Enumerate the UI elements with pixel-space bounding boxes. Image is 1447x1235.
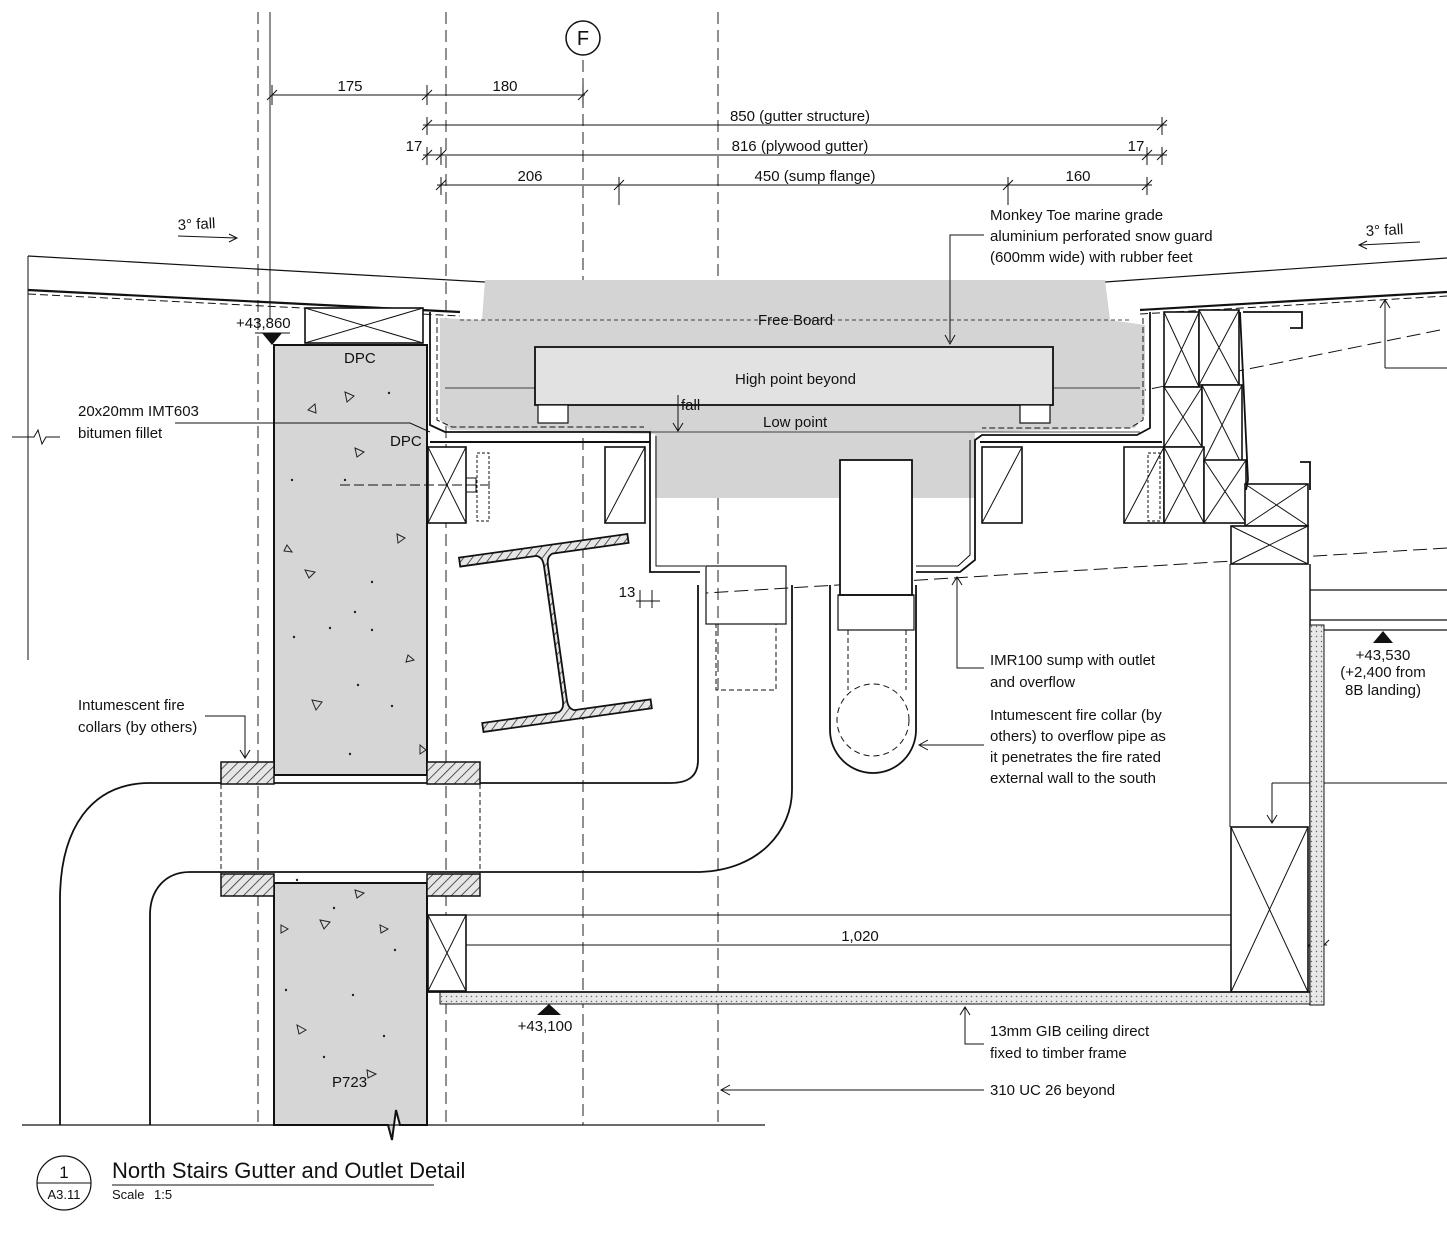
- note-overflow-collar: Intumescent fire collar (by others) to o…: [990, 707, 1166, 787]
- grid-bubble-f: F: [565, 20, 601, 56]
- scale-value: 1:5: [154, 1187, 172, 1202]
- dim-1020: 1,020: [841, 928, 879, 945]
- level-43100-text: +43,100: [518, 1018, 573, 1035]
- detail-title: North Stairs Gutter and Outlet Detail: [112, 1158, 465, 1183]
- dim-13-pipe: 13: [619, 584, 636, 601]
- sump-outlet-pipe: [59, 565, 793, 1125]
- fall-arrow-gutter: [672, 395, 684, 432]
- dpc-label-bottom: DPC: [390, 433, 422, 450]
- fall-right-label: 3° fall: [1365, 221, 1404, 240]
- dim-850: 850 (gutter structure): [730, 108, 870, 125]
- fire-collar-dash-lines: [220, 784, 481, 874]
- grid-label: F: [577, 28, 589, 50]
- plasterboard-wall-right: [1309, 624, 1325, 1006]
- snow-guard: [534, 346, 1054, 424]
- fire-collars: [220, 761, 481, 897]
- concrete-aggregate: [280, 391, 427, 1079]
- dpc-label-top: DPC: [344, 350, 376, 367]
- note-gib-line-2: fixed to timber frame: [990, 1045, 1127, 1062]
- dim-175: 175: [337, 78, 362, 95]
- steel-ub-beam: [457, 532, 653, 733]
- level-43860-text: +43,860: [236, 315, 291, 332]
- sheet-number: A3.11: [47, 1187, 80, 1202]
- note-gib-line-1: 13mm GIB ceiling direct: [990, 1023, 1150, 1040]
- note-overflow-line-1: Intumescent fire collar (by: [990, 707, 1162, 724]
- note-uc-beam: 310 UC 26 beyond: [990, 1082, 1115, 1099]
- dim-180: 180: [492, 78, 517, 95]
- break-line-left: [12, 428, 60, 446]
- fall-left-label: 3° fall: [177, 215, 216, 234]
- note-snow-guard-line-2: aluminium perforated snow guard: [990, 228, 1213, 245]
- fall-label: fall: [681, 397, 700, 414]
- dim-17-left: 17: [406, 138, 423, 155]
- note-overflow-line-4: external wall to the south: [990, 770, 1156, 787]
- fall-arrow-left: 3° fall: [177, 215, 239, 243]
- overflow-pipe: [829, 459, 917, 774]
- level-marker-43860: +43,860: [236, 315, 291, 345]
- level-marker-43100: +43,100: [518, 1004, 573, 1035]
- high-point-label: High point beyond: [735, 371, 856, 388]
- level-43530-note-2: 8B landing): [1345, 682, 1421, 699]
- note-overflow-line-2: others) to overflow pipe as: [990, 728, 1166, 745]
- level-43530-note-1: (+2,400 from: [1340, 664, 1425, 681]
- low-point-label: Low point: [763, 414, 828, 431]
- note-fire-collars-line-2: collars (by others): [78, 719, 197, 736]
- level-43530-text: +43,530: [1356, 647, 1411, 664]
- fall-arrow-right: 3° fall: [1357, 221, 1421, 250]
- note-fillet-line-2: bitumen fillet: [78, 425, 163, 442]
- bolt-fixing: [340, 452, 1161, 522]
- leader-lines: [175, 234, 984, 1096]
- note-fire-collars-line-1: Intumescent fire: [78, 697, 185, 714]
- concrete-wall: [273, 344, 428, 1141]
- note-overflow-line-3: it penetrates the fire rated: [990, 749, 1161, 766]
- title-block: 1 A3.11 North Stairs Gutter and Outlet D…: [36, 1155, 465, 1211]
- note-sump-line-1: IMR100 sump with outlet: [990, 652, 1156, 669]
- timber-blocks: [304, 307, 1309, 993]
- concrete-dots: [284, 391, 397, 1059]
- dim-450: 450 (sump flange): [755, 168, 876, 185]
- dim-17-right: 17: [1128, 138, 1145, 155]
- note-snow-guard: Monkey Toe marine grade aluminium perfor…: [990, 207, 1213, 266]
- detail-number: 1: [59, 1163, 68, 1182]
- note-fillet-line-1: 20x20mm IMT603: [78, 403, 199, 420]
- dim-206: 206: [517, 168, 542, 185]
- note-gib: 13mm GIB ceiling direct fixed to timber …: [990, 1023, 1150, 1062]
- note-sump: IMR100 sump with outlet and overflow: [990, 652, 1156, 691]
- gib-ceiling: [428, 914, 1311, 1005]
- note-fire-collars: Intumescent fire collars (by others): [78, 697, 197, 736]
- note-fillet: 20x20mm IMT603 bitumen fillet: [78, 403, 199, 442]
- p723-label: P723: [332, 1074, 367, 1091]
- free-board-label: Free Board: [758, 312, 833, 329]
- note-sump-line-2: and overflow: [990, 674, 1075, 691]
- scale-label: Scale: [112, 1187, 145, 1202]
- dim-816: 816 (plywood gutter): [732, 138, 869, 155]
- note-snow-guard-line-3: (600mm wide) with rubber feet: [990, 249, 1193, 266]
- note-snow-guard-line-1: Monkey Toe marine grade: [990, 207, 1163, 224]
- level-marker-43530: +43,530 (+2,400 from 8B landing): [1340, 631, 1426, 699]
- dim-160: 160: [1065, 168, 1090, 185]
